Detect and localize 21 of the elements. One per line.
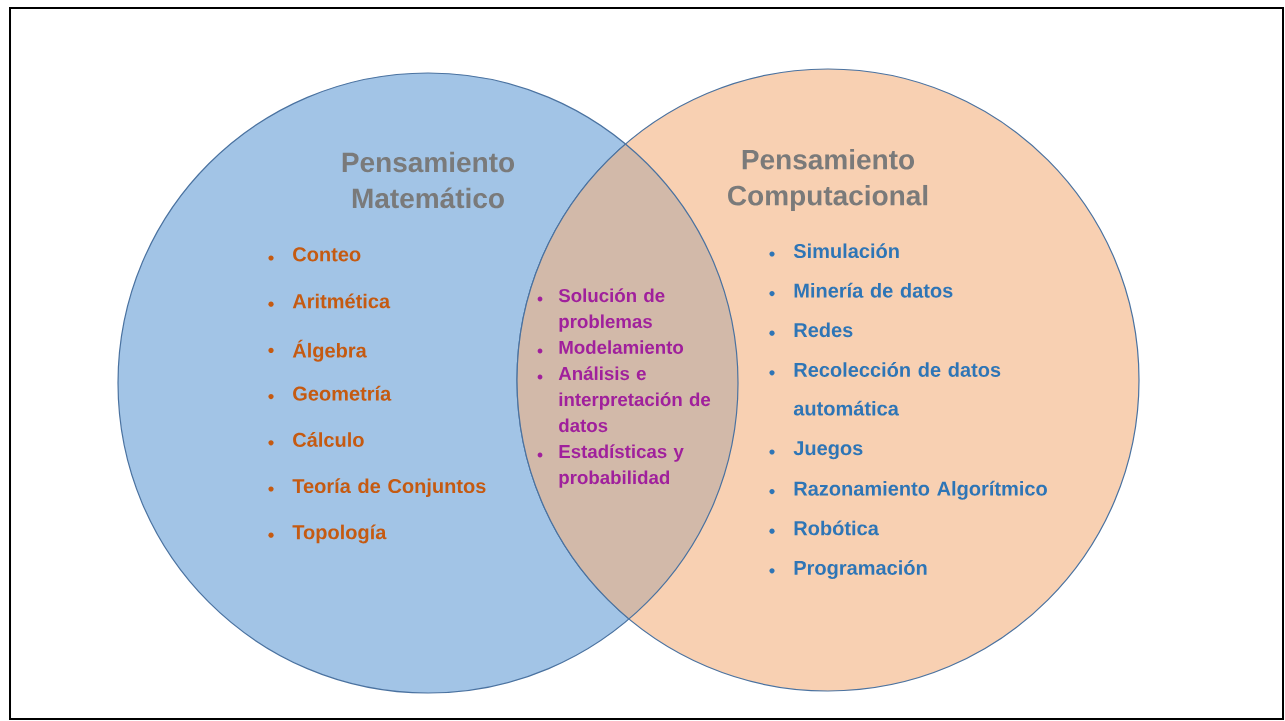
list-item: Conteo bbox=[268, 247, 361, 262]
list-item: Minería de datos bbox=[769, 282, 953, 298]
list-item: Topología bbox=[268, 524, 387, 544]
list-item: Álgebra bbox=[268, 339, 367, 362]
list-item: Programación bbox=[769, 560, 927, 579]
list-item: Recolección de datos automática bbox=[769, 362, 1001, 416]
list-item: Cálculo bbox=[268, 432, 364, 447]
list-item: Razonamiento Algorítmico bbox=[769, 480, 1047, 500]
heading: Pensamiento Computacional bbox=[728, 148, 928, 212]
list-item: Modelamiento bbox=[537, 340, 684, 354]
list-item: Estadísticas y probabilidad bbox=[537, 444, 684, 488]
list-item: Robótica bbox=[769, 520, 879, 536]
list-item: Simulación bbox=[769, 243, 899, 259]
list-item: Redes bbox=[769, 322, 853, 338]
list-item: Análisis e interpretación de datos bbox=[537, 366, 711, 433]
list-item: Solución de problemas bbox=[537, 288, 665, 332]
list-item: Geometría bbox=[268, 385, 392, 401]
list-item: Teoría de Conjuntos bbox=[268, 478, 486, 498]
list-item: Juegos bbox=[769, 441, 863, 460]
heading: Pensamiento Matemático bbox=[342, 151, 515, 209]
list-item: Aritmética bbox=[268, 293, 391, 309]
